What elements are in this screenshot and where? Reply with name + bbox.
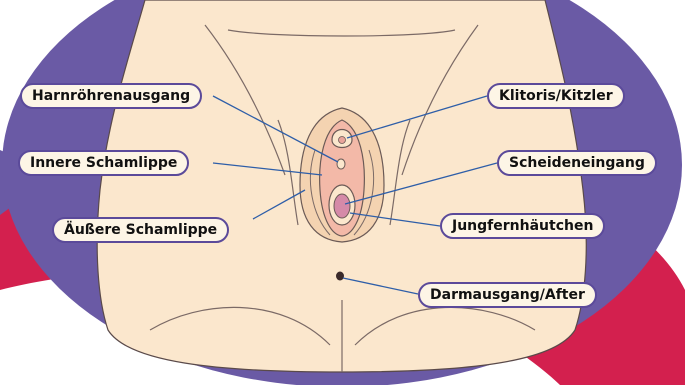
label-anus: Darmausgang/After <box>418 282 597 308</box>
label-inner-labia: Innere Schamlippe <box>18 150 189 176</box>
label-vaginal-opening: Scheideneingang <box>497 150 657 176</box>
vaginal-opening-inner <box>334 194 350 218</box>
label-hymen: Jungfernhäutchen <box>440 213 605 239</box>
urethral-opening-shape <box>337 159 345 169</box>
label-urethral-opening: Harnröhrenausgang <box>20 83 202 109</box>
anus-shape <box>336 272 344 281</box>
label-outer-labia: Äußere Schamlippe <box>52 217 229 243</box>
label-clitoris: Klitoris/Kitzler <box>487 83 625 109</box>
clitoris-dot <box>339 137 346 144</box>
